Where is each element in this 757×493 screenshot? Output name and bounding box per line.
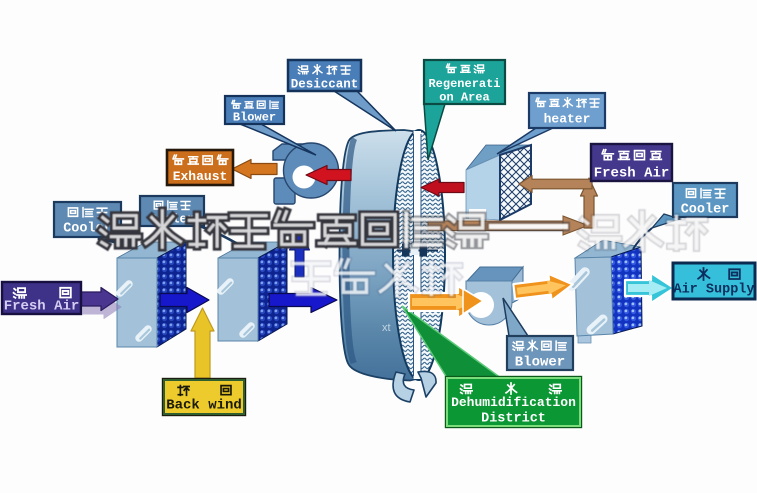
svg-text:heater: heater: [544, 112, 591, 127]
svg-text:Dehumidification: Dehumidification: [451, 395, 576, 410]
svg-text:Blower: Blower: [515, 355, 565, 371]
svg-text:Cooler: Cooler: [63, 222, 112, 237]
svg-text:Cooler: Cooler: [681, 203, 730, 218]
svg-text:Blower: Blower: [233, 111, 276, 125]
svg-text:Fresh Air: Fresh Air: [4, 299, 80, 315]
svg-text:Regenerati: Regenerati: [428, 77, 500, 91]
svg-text:Exhaust: Exhaust: [173, 169, 228, 184]
svg-text:Air Supply: Air Supply: [673, 283, 754, 298]
svg-text:xt: xt: [382, 322, 391, 334]
svg-text:Fresh Air: Fresh Air: [594, 166, 670, 182]
svg-text:Desiccant: Desiccant: [291, 78, 359, 92]
svg-text:Back wind: Back wind: [166, 398, 242, 414]
svg-text:District: District: [481, 412, 546, 427]
svg-text:on Area: on Area: [439, 91, 489, 105]
